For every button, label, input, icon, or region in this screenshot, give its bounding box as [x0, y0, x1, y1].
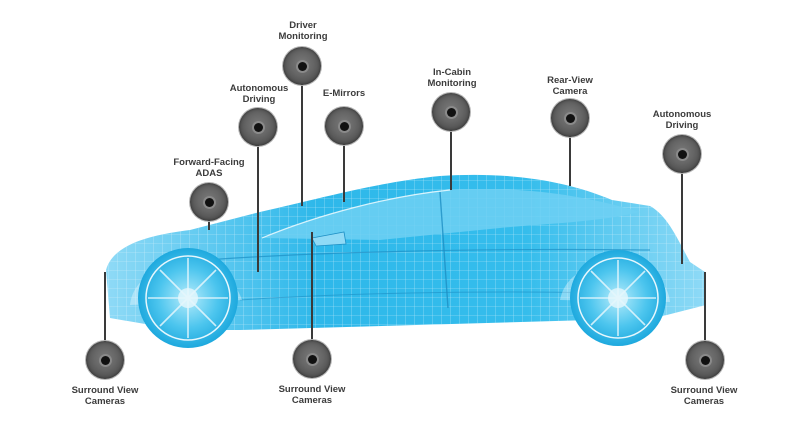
camera-icon-in-cabin-monitoring [432, 93, 470, 131]
leader-driver-monitoring [301, 84, 303, 206]
label-driver-monitoring: Driver Monitoring [278, 20, 328, 42]
leader-forward-facing-adas [208, 218, 210, 230]
leader-surround-view-front [104, 272, 106, 342]
leader-rear-view-camera [569, 134, 571, 186]
camera-icon-surround-view-middle [293, 340, 331, 378]
camera-icon-forward-facing-adas [190, 183, 228, 221]
label-surround-view-rear: Surround View Cameras [670, 385, 738, 407]
label-autonomous-driving-front: Autonomous Driving [229, 83, 289, 105]
label-rear-view-camera: Rear-View Camera [547, 75, 593, 97]
label-forward-facing-adas: Forward-Facing ADAS [173, 157, 245, 179]
leader-autonomous-driving-rear [681, 170, 683, 264]
camera-icon-surround-view-rear [686, 341, 724, 379]
label-e-mirrors: E-Mirrors [322, 88, 366, 99]
leader-surround-view-rear [704, 272, 706, 342]
label-surround-view-front: Surround View Cameras [71, 385, 139, 407]
rear-wheel [570, 250, 666, 346]
label-surround-view-middle: Surround View Cameras [278, 384, 346, 406]
camera-icon-e-mirrors [325, 107, 363, 145]
leader-e-mirrors [343, 142, 345, 202]
label-autonomous-driving-rear: Autonomous Driving [652, 109, 712, 131]
leader-autonomous-driving-front [257, 142, 259, 272]
leader-in-cabin-monitoring [450, 128, 452, 190]
camera-icon-surround-view-front [86, 341, 124, 379]
camera-icon-autonomous-driving-rear [663, 135, 701, 173]
front-wheel [138, 248, 238, 348]
camera-icon-rear-view-camera [551, 99, 589, 137]
label-in-cabin-monitoring: In-Cabin Monitoring [427, 67, 477, 89]
camera-icon-driver-monitoring [283, 47, 321, 85]
camera-icon-autonomous-driving-front [239, 108, 277, 146]
car-windows [262, 188, 640, 240]
leader-surround-view-middle [311, 232, 313, 342]
